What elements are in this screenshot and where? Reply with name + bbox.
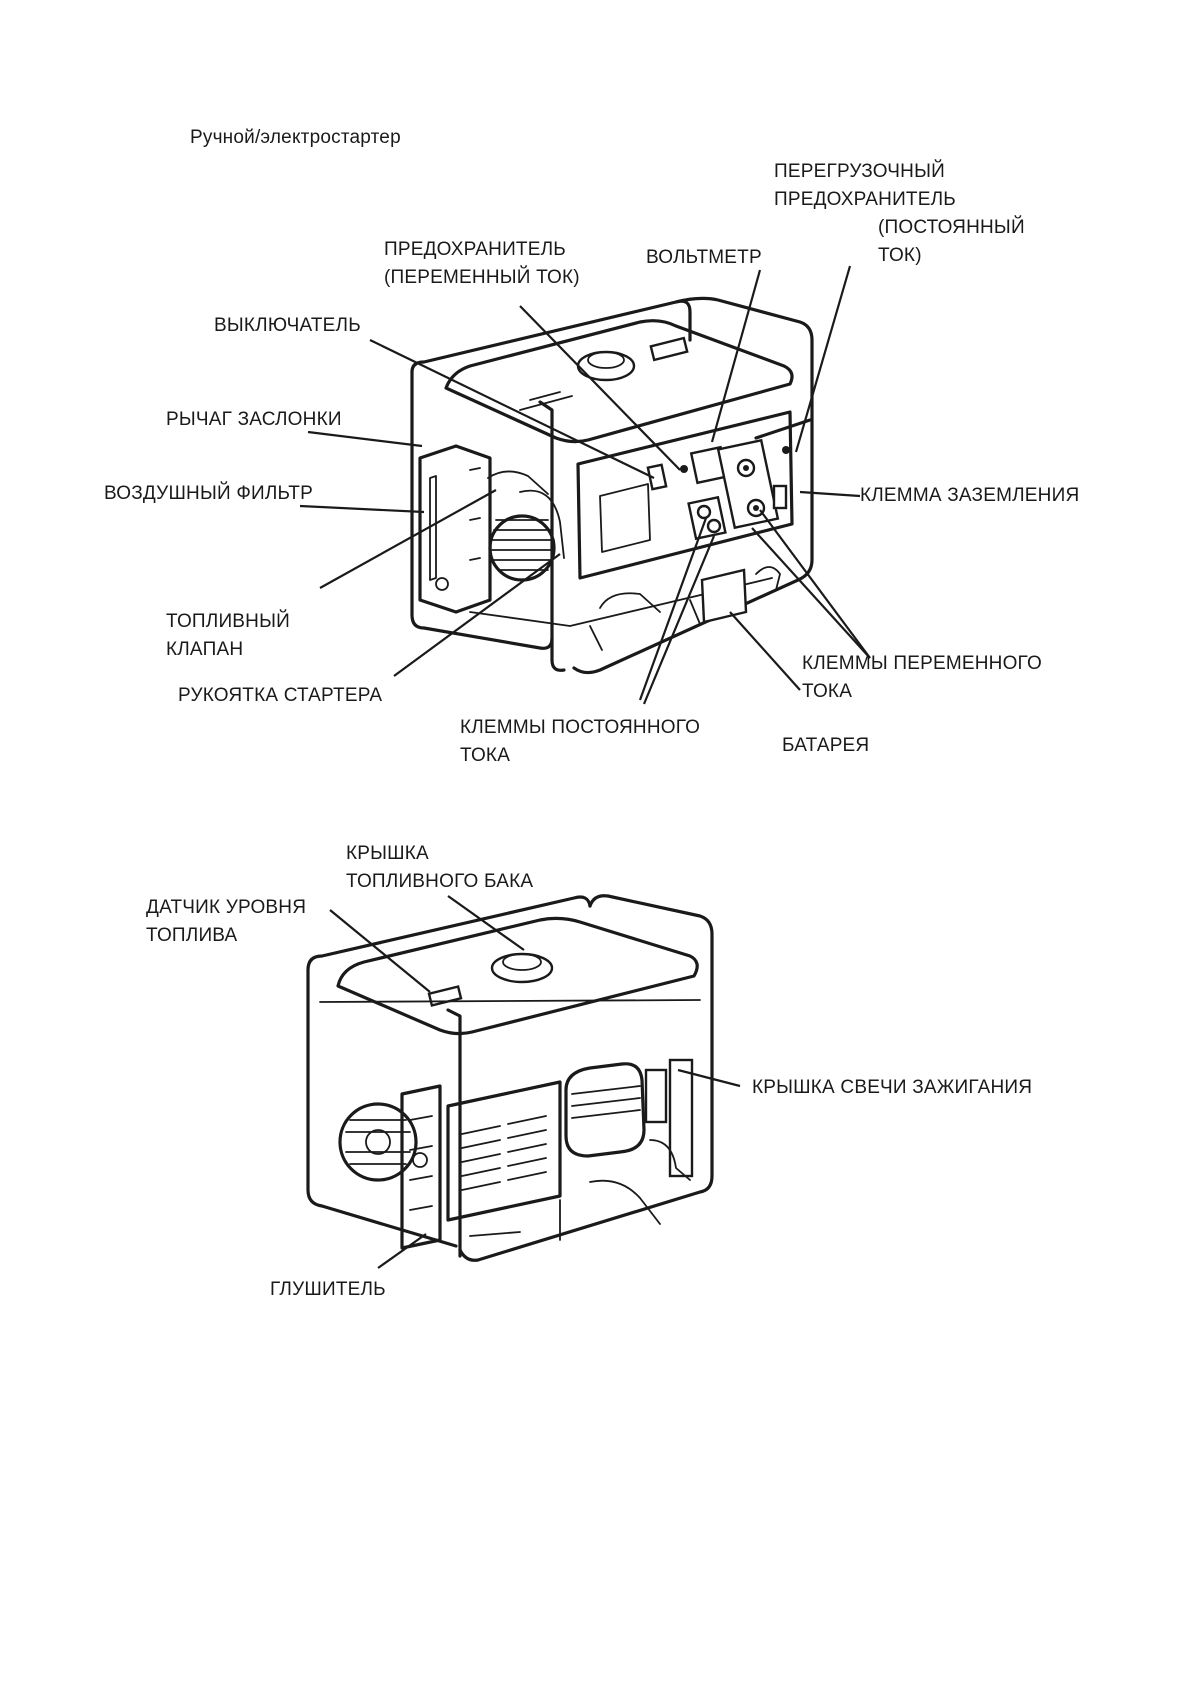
label-air-filter: ВОЗДУШНЫЙ ФИЛЬТР [104,483,313,504]
label-starter-handle: РУКОЯТКА СТАРТЕРА [178,685,383,706]
label-ground-terminal: КЛЕММА ЗАЗЕМЛЕНИЯ [860,485,1080,506]
label-switch: ВЫКЛЮЧАТЕЛЬ [214,315,361,336]
label-fuel-valve: ТОПЛИВНЫЙ КЛАПАН [166,611,290,660]
label-fuel-gauge: ДАТЧИК УРОВНЯ ТОПЛИВА [146,897,307,946]
label-choke-lever: РЫЧАГ ЗАСЛОНКИ [166,409,342,430]
label-muffler: ГЛУШИТЕЛЬ [270,1279,386,1300]
label-fuel-tank-cap: КРЫШКА ТОПЛИВНОГО БАКА [346,843,534,892]
label-ac-terminals: КЛЕММЫ ПЕРЕМЕННОГО ТОКА [802,653,1042,702]
label-battery: БАТАРЕЯ [782,735,870,756]
page-heading: Ручной/электростартер [190,127,401,148]
label-voltmeter: ВОЛЬТМЕТР [646,247,762,268]
label-spark-plug-cap: КРЫШКА СВЕЧИ ЗАЖИГАНИЯ [752,1077,1033,1098]
label-dc-terminals: КЛЕММЫ ПОСТОЯННОГО ТОКА [460,717,701,766]
label-ac-fuse: ПРЕДОХРАНИТЕЛЬ (ПЕРЕМЕННЫЙ ТОК) [384,239,580,288]
label-overload-fuse: ПЕРЕГРУЗОЧНЫЙ ПРЕДОХРАНИТЕЛЬ (ПОСТОЯННЫЙ… [774,161,1025,266]
